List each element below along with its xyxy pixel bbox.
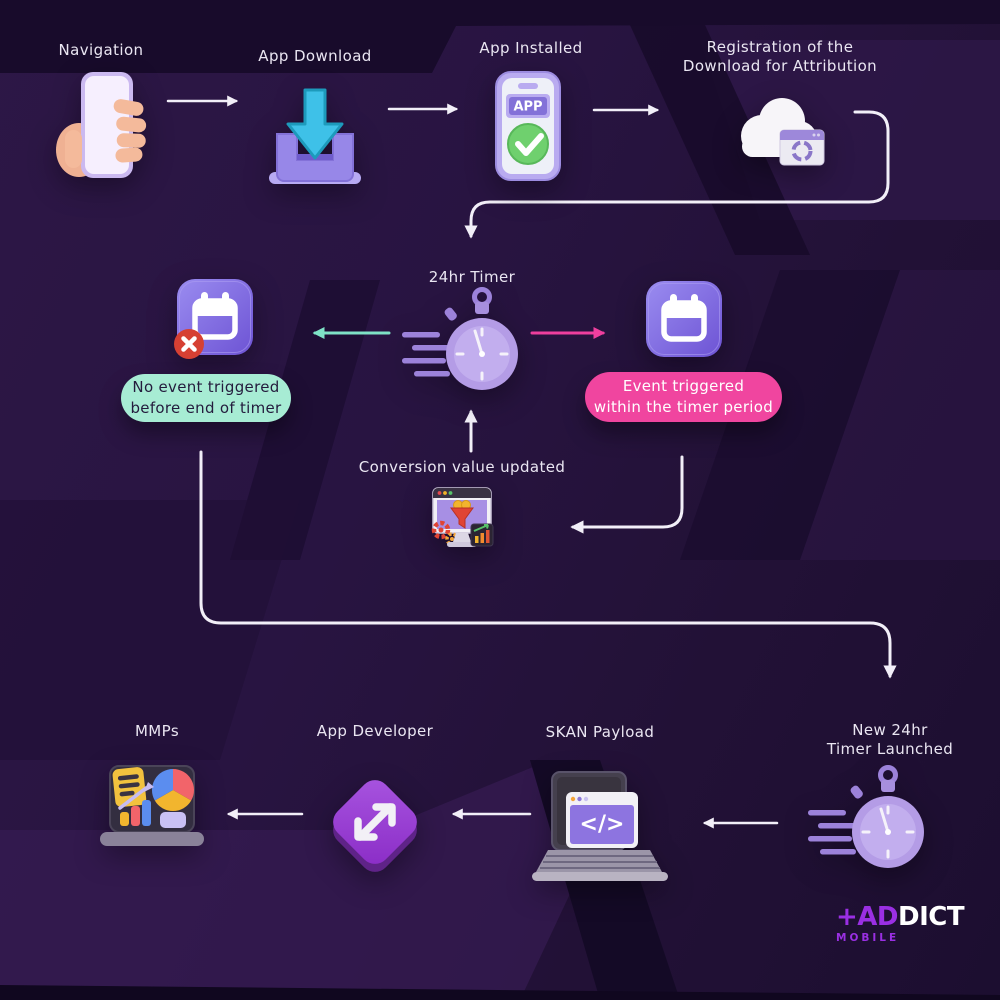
conversion-monitor-icon xyxy=(425,484,499,552)
logo-prefix: +AD xyxy=(836,902,899,932)
mmps-label: MMPs xyxy=(134,722,180,740)
code-glyph: </> xyxy=(580,812,625,837)
app-download-icon xyxy=(263,84,367,188)
logo-suffix: DICT xyxy=(898,902,965,932)
attribution-cloud-icon xyxy=(732,94,828,166)
calendar-event-icon xyxy=(646,281,722,357)
new-timer-icon xyxy=(802,764,942,886)
app-installed-label: App Installed xyxy=(479,39,583,57)
timer-label: 24hr Timer xyxy=(428,268,516,286)
skan-payload-label: SKAN Payload xyxy=(545,723,655,741)
timer-24hr-icon xyxy=(396,287,536,406)
app-download-label: App Download xyxy=(258,47,372,65)
app-installed-icon: APP xyxy=(490,70,566,182)
app-developer-icon xyxy=(325,778,425,872)
hand-phone-icon xyxy=(56,70,149,182)
navigation-label: Navigation xyxy=(58,41,144,59)
logo-subtitle: MOBILE xyxy=(836,932,900,944)
app-badge-text: APP xyxy=(513,100,542,115)
no-event-pill: No event triggered before end of timer xyxy=(121,374,291,422)
calendar-no-event-icon xyxy=(174,279,253,359)
event-pill: Event triggered within the timer period xyxy=(585,372,782,422)
arrow-noevent-to-new-timer xyxy=(199,450,897,679)
new-timer-label: New 24hr Timer Launched xyxy=(826,721,954,758)
mmps-analytics-icon xyxy=(96,760,208,852)
app-developer-label: App Developer xyxy=(316,722,434,740)
addict-mobile-logo: +ADDICT MOBILE xyxy=(836,902,965,944)
arrow-event-to-conversion xyxy=(570,455,684,534)
skan-payload-icon: </> xyxy=(530,768,672,890)
registration-label: Registration of the Download for Attribu… xyxy=(682,38,878,75)
conversion-label: Conversion value updated xyxy=(358,458,566,476)
